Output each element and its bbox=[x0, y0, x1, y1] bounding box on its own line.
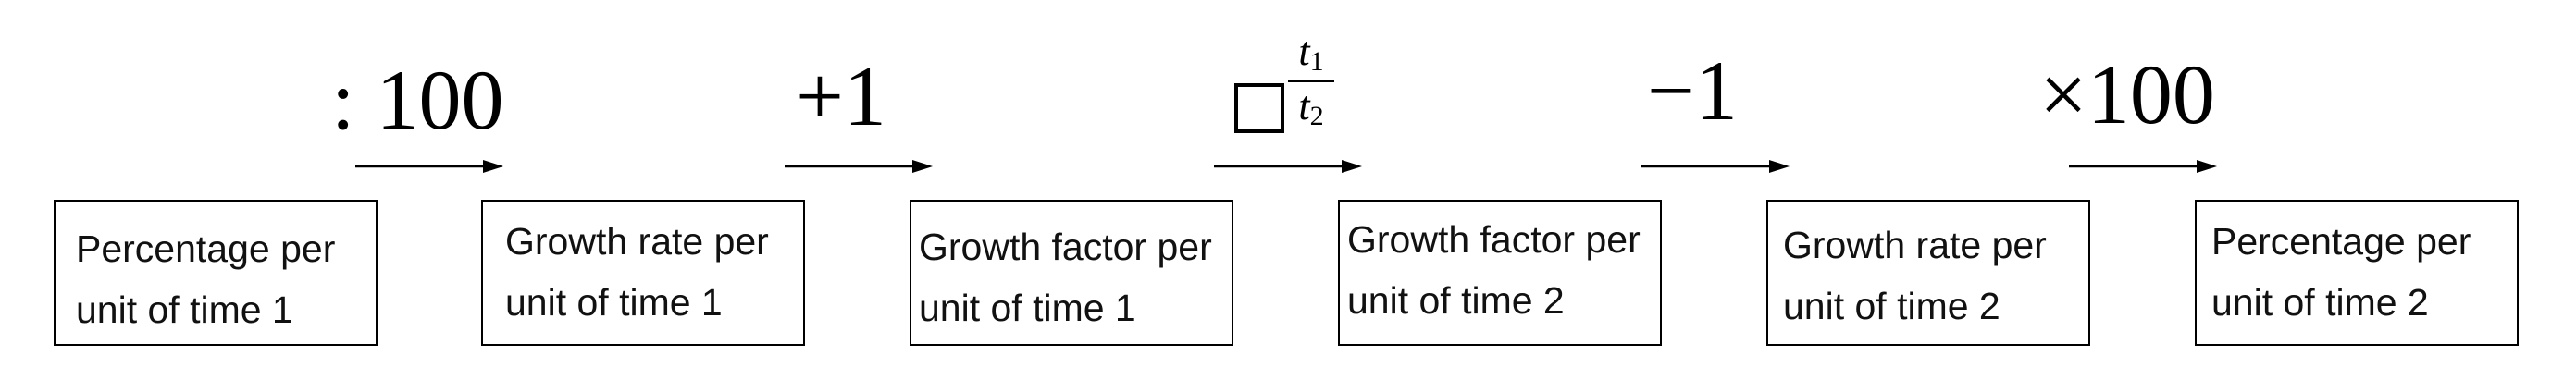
arrow-1 bbox=[355, 160, 503, 173]
box-label-line-1: Growth rate per bbox=[505, 220, 769, 263]
arrow-2 bbox=[785, 160, 933, 173]
fraction-numerator: t1 bbox=[1298, 29, 1324, 77]
box-growth-rate-time-2: Growth rate per unit of time 2 bbox=[1766, 200, 2090, 346]
box-label-line-1: Percentage per bbox=[76, 227, 336, 270]
operation-divide-100: : 100 bbox=[331, 53, 504, 147]
box-growth-factor-time-2: Growth factor per unit of time 2 bbox=[1338, 200, 1662, 346]
arrow-4 bbox=[1641, 160, 1790, 173]
box-label-line-2: unit of time 2 bbox=[1347, 279, 1565, 322]
box-label-line-2: unit of time 1 bbox=[76, 288, 293, 331]
exponent-fraction: t1 t2 bbox=[1288, 31, 1334, 130]
operation-power-fraction: t1 t2 bbox=[1231, 28, 1342, 148]
fraction-bar bbox=[1288, 80, 1334, 82]
fraction-denominator: t2 bbox=[1298, 83, 1324, 131]
box-label-line-2: unit of time 1 bbox=[919, 287, 1136, 329]
arrow-3 bbox=[1214, 160, 1362, 173]
arrow-5 bbox=[2069, 160, 2217, 173]
box-label-line-1: Growth rate per bbox=[1783, 224, 2047, 266]
box-label-line-2: unit of time 2 bbox=[1783, 285, 2000, 327]
box-percentage-time-1: Percentage per unit of time 1 bbox=[54, 200, 378, 346]
box-growth-rate-time-1: Growth rate per unit of time 1 bbox=[481, 200, 805, 346]
square-placeholder bbox=[1234, 83, 1284, 133]
box-label-line-1: Percentage per bbox=[2211, 220, 2471, 263]
box-label-line-1: Growth factor per bbox=[1347, 218, 1641, 261]
box-label-line-1: Growth factor per bbox=[919, 226, 1212, 268]
operation-times-100: ×100 bbox=[2039, 47, 2215, 141]
operation-plus-1: +1 bbox=[796, 49, 886, 143]
box-growth-factor-time-1: Growth factor per unit of time 1 bbox=[910, 200, 1233, 346]
box-label-line-2: unit of time 2 bbox=[2211, 281, 2429, 324]
box-label-line-2: unit of time 1 bbox=[505, 281, 723, 324]
box-percentage-time-2: Percentage per unit of time 2 bbox=[2195, 200, 2519, 346]
operation-minus-1: −1 bbox=[1647, 43, 1738, 138]
